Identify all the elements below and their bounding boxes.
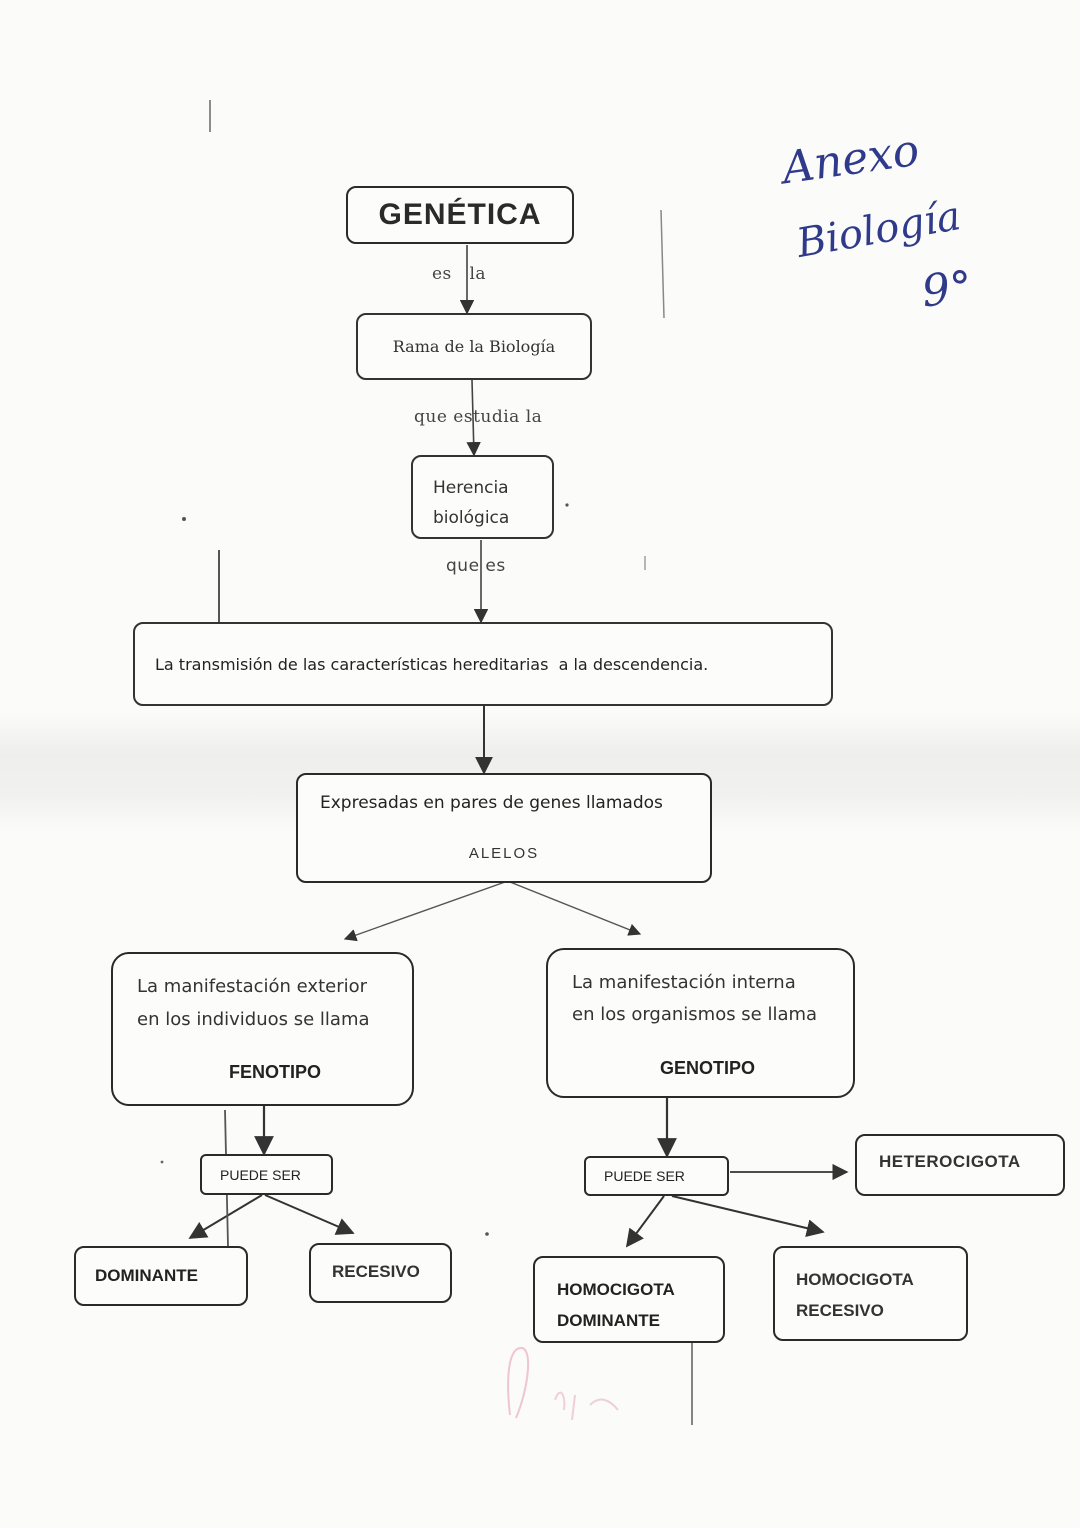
node-genetica: GENÉTICA xyxy=(346,186,574,244)
node-puede-ser-right: PUEDE SER xyxy=(584,1156,729,1196)
node-recesivo-label: RECESIVO xyxy=(332,1262,420,1281)
connector-es-la: es la xyxy=(432,264,486,284)
node-homo-dom-line1: HOMOCIGOTA xyxy=(557,1280,675,1299)
node-herencia-line1: Herencia xyxy=(433,478,509,498)
arrow-puede-recesivo xyxy=(264,1194,355,1235)
node-homocigota-dominante: HOMOCIGOTA DOMINANTE xyxy=(533,1256,725,1343)
copy-dot xyxy=(182,517,186,521)
node-fenotipo-label: FENOTIPO xyxy=(229,1062,322,1082)
node-rama-label: Rama de la Biología xyxy=(392,337,556,356)
node-genotipo: La manifestación interna en los organism… xyxy=(546,948,855,1098)
connector-es-la-text: es la xyxy=(432,264,487,284)
node-fenotipo: La manifestación exterior en los individ… xyxy=(111,952,414,1106)
node-homo-rec-line2: RECESIVO xyxy=(796,1301,884,1320)
node-manif-exterior-line2: en los individuos se llama xyxy=(137,1009,370,1030)
node-alelos-label: ALELOS xyxy=(468,845,540,862)
node-transmision-label: La transmisión de las características he… xyxy=(155,654,709,674)
node-rama: Rama de la Biología xyxy=(356,313,592,380)
copy-dot xyxy=(485,1232,489,1236)
node-dominante-label: DOMINANTE xyxy=(95,1266,198,1285)
copy-dot xyxy=(160,1160,164,1164)
arrow-puede-dominante xyxy=(188,1194,263,1239)
signature-mark xyxy=(500,1340,650,1443)
node-genotipo-label: GENOTIPO xyxy=(660,1058,756,1078)
copy-mark xyxy=(660,209,665,319)
connector-que-estudia-la: que estudia la xyxy=(414,407,542,427)
node-homo-rec-line1: HOMOCIGOTA xyxy=(796,1270,914,1289)
handwritten-line2: Biología xyxy=(793,192,965,268)
arrow-rama-herencia xyxy=(466,379,481,457)
node-herencia: Herencia biológica xyxy=(411,455,554,539)
node-heterocigota: HETEROCIGOTA xyxy=(855,1134,1065,1196)
handwritten-annotation: Anexo Biología 9° xyxy=(779,125,1022,338)
arrow-alelos-right xyxy=(509,881,642,936)
node-dominante: DOMINANTE xyxy=(74,1246,248,1306)
copy-dot xyxy=(565,503,569,507)
node-expresadas: Expresadas en pares de genes llamados AL… xyxy=(296,773,712,883)
node-transmision: La transmisión de las características he… xyxy=(133,622,833,706)
node-genetica-label: GENÉTICA xyxy=(378,198,542,231)
node-heterocigota-label: HETEROCIGOTA xyxy=(879,1152,1021,1171)
node-recesivo: RECESIVO xyxy=(309,1243,452,1303)
node-puede-ser-left: PUEDE SER xyxy=(200,1154,333,1195)
arrow-puede-homodom xyxy=(625,1195,665,1248)
connector-que-es: que es xyxy=(446,556,506,576)
node-homo-dom-line2: DOMINANTE xyxy=(557,1311,660,1330)
arrow-puede-homorec xyxy=(671,1195,825,1237)
signature-icon xyxy=(507,1347,619,1421)
node-expresadas-label: Expresadas en pares de genes llamados xyxy=(320,793,663,813)
node-puede-ser-left-label: PUEDE SER xyxy=(220,1166,301,1183)
connector-que-estudia-la-text: que estudia la xyxy=(414,407,543,427)
node-manif-interna-line2: en los organismos se llama xyxy=(572,1004,818,1025)
node-herencia-line2: biológica xyxy=(433,508,510,528)
handwritten-line1: Anexo xyxy=(779,124,923,195)
arrow-alelos-left xyxy=(343,881,506,942)
connector-que-es-text: que es xyxy=(446,556,506,576)
node-manif-interna-line1: La manifestación interna xyxy=(572,972,796,993)
node-manif-exterior-line1: La manifestación exterior xyxy=(137,976,368,997)
node-homocigota-recesivo: HOMOCIGOTA RECESIVO xyxy=(773,1246,968,1341)
handwritten-line3: 9° xyxy=(919,261,975,318)
node-puede-ser-right-label: PUEDE SER xyxy=(604,1168,685,1184)
